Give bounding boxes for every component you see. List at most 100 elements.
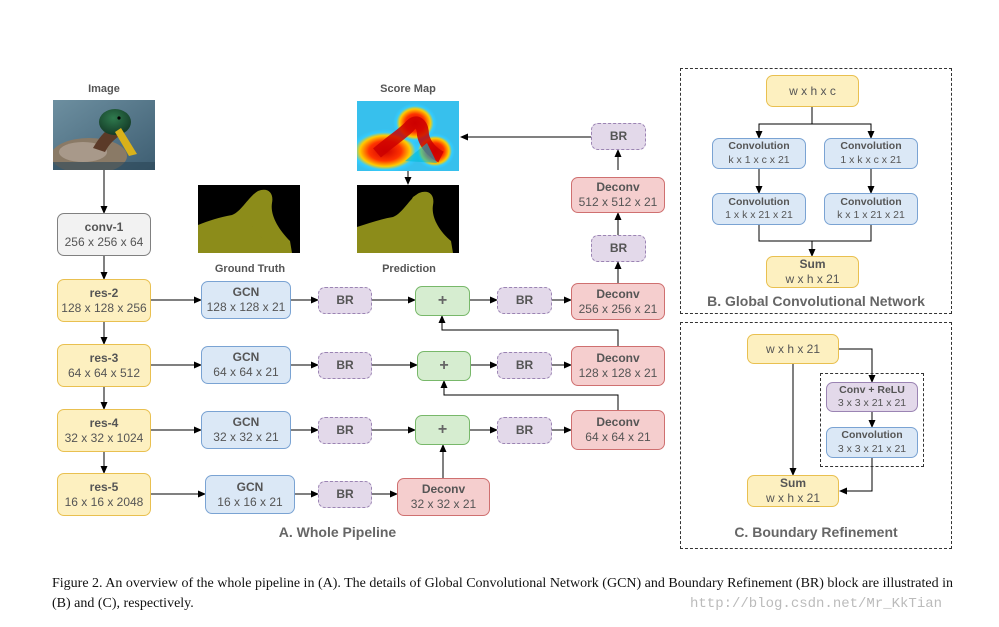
- br-after-sum-row3: BR: [497, 352, 552, 379]
- br-conv-block: Convolution 3 x 3 x 21 x 21: [826, 427, 918, 458]
- sum-node-row2: +: [415, 286, 470, 316]
- block-name: res-4: [89, 415, 119, 430]
- conv1-block: conv-1 256 x 256 x 64: [57, 213, 151, 256]
- gcn-conv-left-1: Convolution k x 1 x c x 21: [712, 138, 806, 169]
- block-dims: 1 x k x 21 x 21: [725, 209, 793, 221]
- block-name: BR: [336, 358, 354, 372]
- block-name: Deconv: [421, 482, 466, 496]
- block-name: Sum: [779, 476, 806, 490]
- block-dims: 64 x 64 x 21: [585, 430, 651, 444]
- block-dims: 32 x 32 x 21: [410, 497, 477, 511]
- ground-truth-label: Ground Truth: [214, 263, 286, 275]
- block-name: Convolution: [840, 140, 902, 153]
- gcn-block-res2: GCN 128 x 128 x 21: [201, 281, 291, 319]
- image-label: Image: [88, 83, 120, 95]
- block-name: BR: [336, 487, 354, 501]
- block-name: GCN: [232, 285, 260, 299]
- br-block-row5: BR: [318, 481, 372, 508]
- sum-node-row4: +: [415, 415, 470, 445]
- section-title-boundary-refinement: C. Boundary Refinement: [734, 524, 898, 540]
- plus-sign: +: [437, 292, 448, 309]
- block-name: BR: [609, 129, 628, 143]
- block-dims: w x h x 21: [765, 491, 821, 505]
- panel-boundary-refinement: [680, 322, 952, 549]
- deconv-block-64: Deconv 64 x 64 x 21: [571, 410, 665, 450]
- block-dims: 16 x 16 x 21: [217, 494, 283, 509]
- block-dims: k x 1 x 21 x 21: [837, 209, 905, 221]
- sum-node-row3: +: [417, 351, 471, 381]
- block-dims: w x h x c: [789, 83, 836, 98]
- block-name: Convolution: [728, 195, 790, 208]
- br-block-row3: BR: [318, 352, 372, 379]
- br-conv-relu-block: Conv + ReLU 3 x 3 x 21 x 21: [826, 382, 918, 412]
- figure-caption: Figure 2. An overview of the whole pipel…: [52, 576, 953, 611]
- block-name: BR: [515, 358, 534, 372]
- gcn-conv-right-2: Convolution k x 1 x 21 x 21: [824, 193, 918, 225]
- br-input-block: w x h x 21: [747, 334, 839, 364]
- block-name: GCN: [236, 479, 264, 494]
- block-dims: 64 x 64 x 512: [67, 365, 141, 380]
- duck-photo: [53, 100, 155, 170]
- block-name: Convolution: [840, 195, 902, 208]
- br-after-sum-row4: BR: [497, 417, 552, 444]
- prediction-mask: [357, 185, 459, 253]
- gcn-sum-block: Sum w x h x 21: [766, 256, 859, 288]
- gcn-conv-left-2: Convolution 1 x k x 21 x 21: [712, 193, 806, 225]
- res4-block: res-4 32 x 32 x 1024: [57, 409, 151, 452]
- gcn-block-res4: GCN 32 x 32 x 21: [201, 411, 291, 449]
- block-name: res-3: [89, 350, 119, 365]
- block-dims: k x 1 x c x 21: [728, 153, 790, 166]
- section-title-whole-pipeline: A. Whole Pipeline: [278, 524, 397, 540]
- block-name: BR: [609, 241, 628, 255]
- prediction-label: Prediction: [382, 263, 436, 275]
- br-block-row2: BR: [318, 287, 372, 314]
- block-dims: 256 x 256 x 21: [578, 301, 658, 316]
- block-name: BR: [336, 423, 354, 437]
- deconv-block-512: Deconv 512 x 512 x 21: [571, 177, 665, 213]
- block-name: BR: [515, 293, 534, 307]
- block-dims: 128 x 128 x 256: [61, 300, 147, 315]
- watermark: http://blog.csdn.net/Mr_KkTian: [690, 596, 943, 612]
- block-name: BR: [336, 293, 354, 307]
- br-block-upper: BR: [591, 235, 646, 262]
- block-dims: 512 x 512 x 21: [578, 195, 658, 209]
- block-name: Deconv: [596, 351, 640, 365]
- block-dims: w x h x 21: [785, 272, 840, 286]
- res3-block: res-3 64 x 64 x 512: [57, 344, 151, 387]
- br-block-top: BR: [591, 123, 646, 150]
- block-name: Deconv: [596, 180, 640, 194]
- block-name: BR: [515, 423, 534, 437]
- block-name: GCN: [232, 350, 260, 364]
- block-dims: 64 x 64 x 21: [213, 365, 279, 379]
- block-dims: w x h x 21: [765, 341, 821, 356]
- gcn-block-res3: GCN 64 x 64 x 21: [201, 346, 291, 384]
- block-dims: 128 x 128 x 21: [578, 366, 658, 380]
- block-dims: 1 x k x c x 21: [840, 153, 902, 166]
- block-name: conv-1: [84, 219, 124, 234]
- score-map-label: Score Map: [380, 83, 436, 95]
- block-name: res-5: [89, 479, 119, 494]
- deconv-block-32: Deconv 32 x 32 x 21: [397, 478, 490, 516]
- ground-truth-mask: [198, 185, 300, 253]
- gcn-block-res5: GCN 16 x 16 x 21: [205, 475, 295, 514]
- plus-sign: +: [437, 421, 448, 438]
- block-dims: 128 x 128 x 21: [206, 300, 286, 314]
- panel-gcn: [680, 68, 952, 314]
- score-map-heatmap: [357, 101, 459, 171]
- block-name: Deconv: [596, 286, 640, 301]
- br-after-sum-row2: BR: [497, 287, 552, 314]
- deconv-block-128: Deconv 128 x 128 x 21: [571, 346, 665, 386]
- block-name: Convolution: [728, 140, 790, 153]
- section-title-gcn: B. Global Convolutional Network: [707, 293, 925, 309]
- block-name: res-2: [89, 285, 119, 300]
- br-sum-block: Sum w x h x 21: [747, 475, 839, 507]
- br-block-row4: BR: [318, 417, 372, 444]
- gcn-input-block: w x h x c: [766, 75, 859, 107]
- deconv-block-256: Deconv 256 x 256 x 21: [571, 283, 665, 320]
- plus-sign: +: [439, 357, 449, 374]
- block-name: Deconv: [596, 415, 640, 429]
- block-name: Convolution: [841, 429, 903, 442]
- block-name: Sum: [799, 257, 826, 271]
- block-name: Conv + ReLU: [839, 383, 905, 396]
